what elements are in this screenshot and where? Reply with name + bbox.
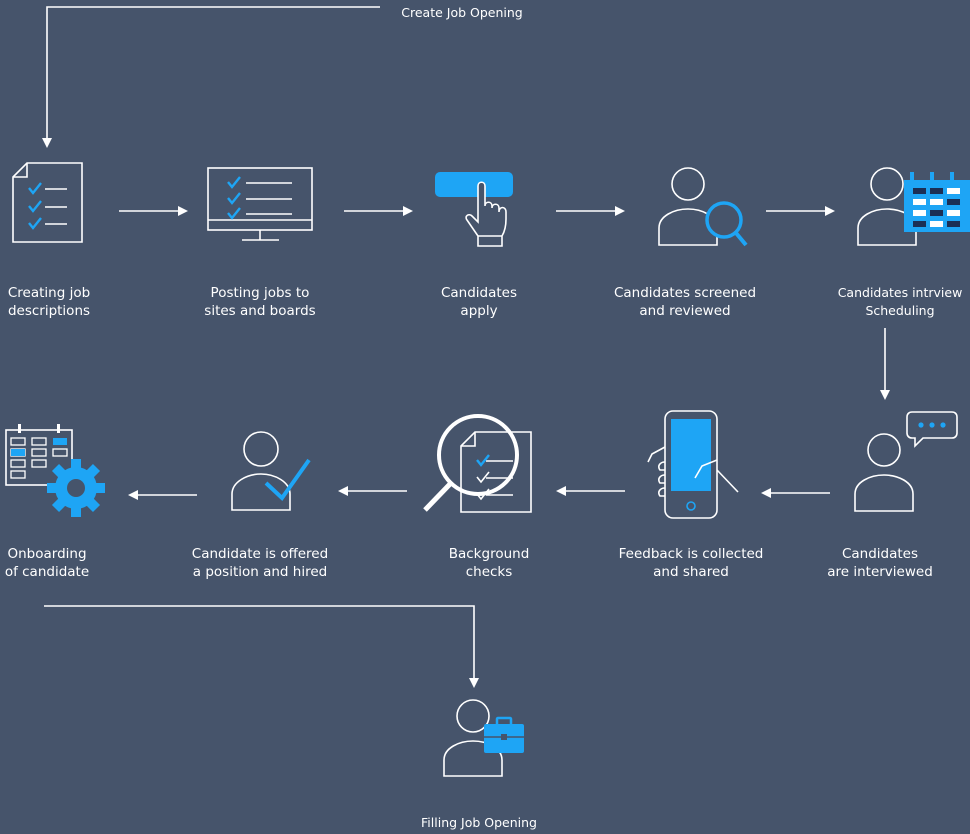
connectors [42, 6, 890, 688]
step-label-line2: Scheduling [865, 303, 935, 318]
step-label-onboarding: Onboarding of candidate [5, 545, 89, 581]
step-label-line1: Candidates [841, 546, 919, 562]
calendar-gear-icon [5, 424, 105, 517]
step-label-line1: Creating job [7, 285, 91, 301]
step-label-line1: Candidate is offered [191, 546, 329, 562]
step-label-line2: apply [460, 303, 498, 319]
step-label-screened: Candidates screened and reviewed [614, 284, 756, 320]
person-calendar-icon [857, 167, 970, 246]
step-label-line2: are interviewed [827, 564, 933, 580]
step-label-line1: Onboarding [7, 546, 87, 562]
person-magnifier-icon [658, 167, 748, 247]
document-magnifier-icon [423, 414, 532, 513]
end-connector-arrow [44, 605, 479, 688]
step-label-line2: descriptions [7, 303, 91, 319]
checklist-document-icon [12, 162, 83, 243]
step-label-line2: sites and boards [204, 303, 316, 319]
step-label-line1: Feedback is collected [618, 546, 764, 562]
step-label-line1: Candidates screened [613, 285, 757, 301]
hand-click-button-icon [435, 172, 513, 247]
step-label-interviewed: Candidates are interviewed [827, 545, 933, 581]
person-speech-bubble-icon [854, 411, 958, 512]
step-label-background: Background checks [449, 545, 530, 581]
hand-phone-icon [647, 410, 739, 519]
step-label-line1: Candidates [440, 285, 518, 301]
monitor-checklist-icon [207, 167, 313, 241]
step-label-line1: Background [448, 546, 530, 562]
step-label-line2: and reviewed [639, 303, 731, 319]
step-label-apply: Candidates apply [441, 284, 517, 320]
step-label-line2: of candidate [4, 564, 90, 580]
person-checkmark-icon [231, 431, 311, 511]
step-label-hired: Candidate is offered a position and hire… [192, 545, 328, 581]
start-connector-arrow [42, 6, 380, 148]
step-label-line2: and shared [653, 564, 729, 580]
step-label-scheduling: Candidates intrview Scheduling [838, 284, 963, 320]
end-label: Filling Job Opening [421, 815, 537, 830]
start-label: Create Job Opening [401, 5, 523, 20]
step-label-line1: Candidates intrview [837, 285, 963, 300]
person-briefcase-icon [443, 699, 524, 777]
step-label-posting: Posting jobs to sites and boards [204, 284, 315, 320]
step-label-feedback: Feedback is collected and shared [619, 545, 764, 581]
step-label-line1: Posting jobs to [210, 285, 310, 301]
step-label-line2: a position and hired [192, 564, 328, 580]
step-label-line2: checks [465, 564, 513, 580]
step-label-creating: Creating job descriptions [8, 284, 90, 320]
